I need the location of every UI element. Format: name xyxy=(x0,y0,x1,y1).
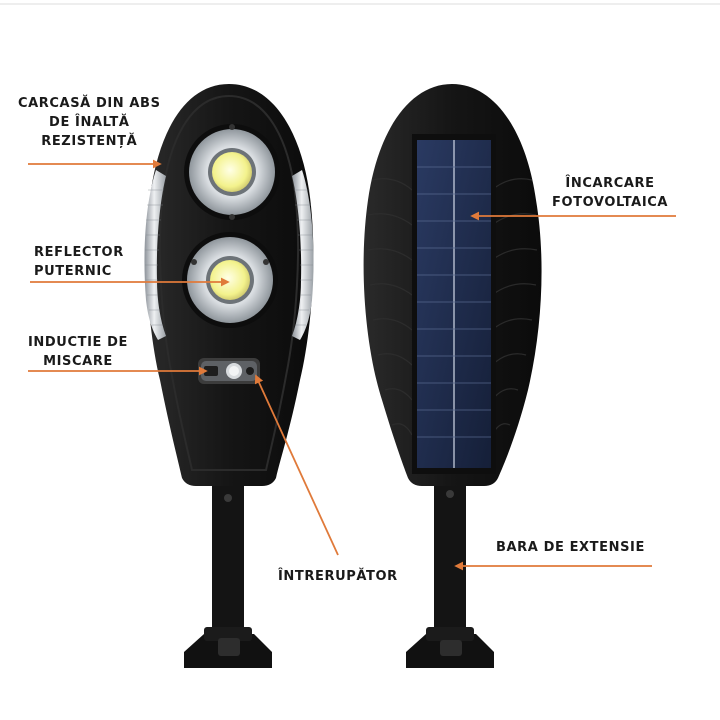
label-motion-line-1: INDUCTIE DE xyxy=(28,335,128,350)
label-switch: ÎNTRERUPĂTOR xyxy=(278,567,398,586)
label-motion: INDUCTIE DE MISCARE xyxy=(28,333,128,371)
label-reflector: REFLECTOR PUTERNIC xyxy=(34,243,124,281)
label-reflector-line-1: REFLECTOR xyxy=(34,245,124,260)
led-reflector-bottom xyxy=(182,232,278,328)
label-extension: BARA DE EXTENSIE xyxy=(496,538,645,557)
back-mount-bar xyxy=(434,480,466,640)
label-switch-line-1: ÎNTRERUPĂTOR xyxy=(278,569,398,584)
label-charging-line-1: ÎNCARCARE xyxy=(565,176,655,191)
label-charging-line-2: FOTOVOLTAICA xyxy=(552,195,669,210)
motion-sensor-module xyxy=(198,358,260,384)
label-motion-line-2: MISCARE xyxy=(43,354,113,369)
arrow-head-icon xyxy=(254,374,339,556)
label-housing-line-3: REZISTENȚĂ xyxy=(41,134,138,149)
front-mount-bar xyxy=(212,480,244,640)
label-reflector-line-2: PUTERNIC xyxy=(34,264,112,279)
label-housing: CARCASĂ DIN ABS DE ÎNALTĂ REZISTENȚĂ xyxy=(18,94,161,151)
label-charging: ÎNCARCARE FOTOVOLTAICA xyxy=(552,174,668,212)
chrome-strip-right xyxy=(292,170,314,340)
label-housing-line-1: CARCASĂ DIN ABS xyxy=(18,96,161,111)
back-lamp xyxy=(363,84,542,668)
led-reflector-top xyxy=(184,124,280,220)
label-housing-line-2: DE ÎNALTĂ xyxy=(49,115,130,130)
label-extension-line-1: BARA DE EXTENSIE xyxy=(496,540,645,555)
annotation-arrows xyxy=(28,159,676,571)
solar-panel xyxy=(412,134,496,474)
chrome-strip-left xyxy=(144,170,166,340)
front-lamp xyxy=(144,84,314,668)
